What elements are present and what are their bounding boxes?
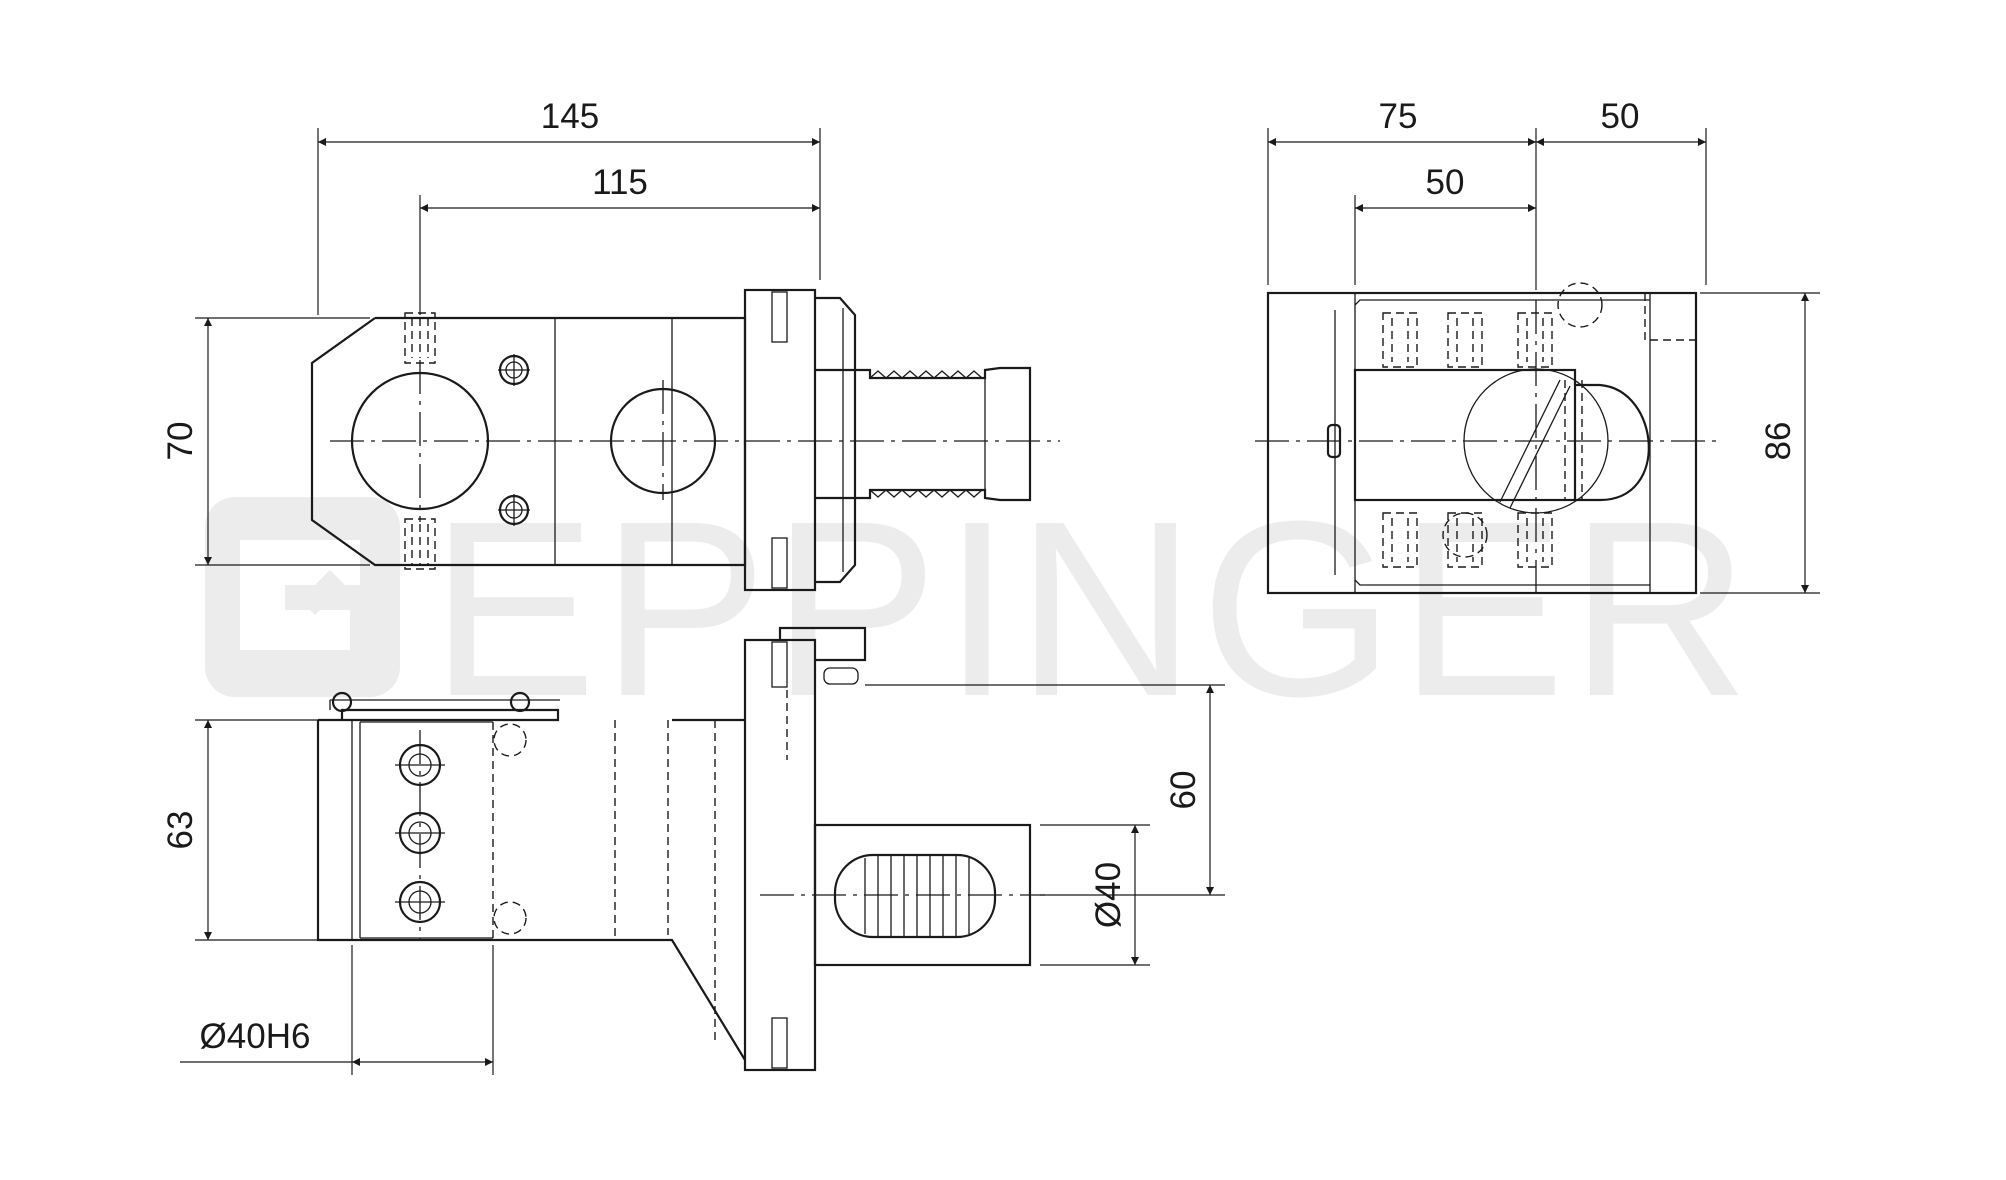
top-view-dimensions: 145 115 70 bbox=[161, 97, 821, 566]
side-view-screws bbox=[1382, 282, 1603, 568]
side-view: 75 50 50 86 bbox=[1255, 97, 1820, 600]
dim-bore-diameter: Ø40H6 bbox=[200, 1017, 311, 1056]
top-view-shank bbox=[815, 366, 1032, 502]
dim-side-inner: 50 bbox=[1426, 163, 1465, 202]
dim-top-height: 70 bbox=[161, 422, 200, 461]
side-view-dimensions: 75 50 50 86 bbox=[1267, 97, 1820, 594]
front-view-screws bbox=[331, 691, 531, 940]
dim-front-offset: 60 bbox=[1164, 771, 1203, 810]
watermark: EPPINGER bbox=[205, 469, 1754, 748]
top-view-small-screws bbox=[498, 354, 530, 526]
watermark-logo bbox=[205, 497, 400, 697]
top-view: 145 115 70 bbox=[161, 97, 1060, 592]
side-view-body bbox=[1266, 291, 1698, 595]
dim-front-height: 63 bbox=[161, 811, 200, 850]
front-view: 63 60 Ø40 Ø40H6 bbox=[161, 626, 1225, 1075]
dim-side-left: 75 bbox=[1379, 97, 1418, 136]
watermark-text: EPPINGER bbox=[430, 469, 1754, 748]
dim-total-length: 145 bbox=[541, 97, 599, 136]
dim-shank-diameter: Ø40 bbox=[1089, 862, 1128, 928]
dim-center-to-face: 115 bbox=[592, 163, 648, 202]
top-view-bores bbox=[330, 360, 1060, 522]
front-view-body bbox=[316, 699, 746, 1061]
dim-side-height: 86 bbox=[1759, 422, 1798, 461]
dim-side-right: 50 bbox=[1601, 97, 1640, 136]
front-view-shank bbox=[760, 823, 1045, 967]
front-view-dimensions: 63 60 Ø40 Ø40H6 bbox=[161, 684, 1225, 1075]
top-view-flange bbox=[743, 288, 857, 592]
